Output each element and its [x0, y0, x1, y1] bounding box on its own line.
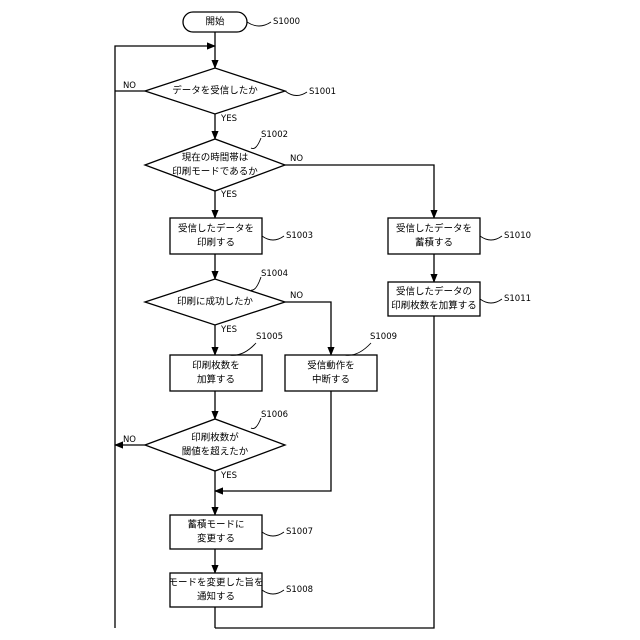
- step-leader: [480, 299, 502, 303]
- step-label-start: S1000: [273, 17, 300, 27]
- step-label-s1010: S1010: [504, 231, 531, 241]
- step-label-s1003: S1003: [286, 231, 313, 241]
- step-label-s1009: S1009: [370, 332, 397, 342]
- node-text-s1003: 印刷する: [197, 237, 235, 249]
- step-leader: [251, 418, 261, 429]
- step-label-s1004: S1004: [261, 269, 288, 279]
- node-text-s1004: 印刷に成功したか: [177, 296, 254, 308]
- step-leader: [251, 138, 261, 149]
- step-leader: [262, 590, 284, 594]
- step-leader: [247, 22, 271, 26]
- connector-line: [285, 302, 331, 355]
- branch-yes-s1006: YES: [220, 471, 237, 481]
- node-text-s1009: 受信動作を: [307, 360, 355, 372]
- branch-yes-s1001: YES: [220, 114, 237, 124]
- node-text-s1009: 中断する: [312, 374, 350, 386]
- node-text-s1002: 現在の時間帯は: [182, 152, 249, 164]
- connector-line: [285, 165, 434, 218]
- node-text-s1003: 受信したデータを: [178, 223, 254, 235]
- step-leader: [345, 343, 371, 355]
- node-text-start: 開始: [205, 16, 225, 28]
- node-text-s1002: 印刷モードであるか: [172, 166, 258, 178]
- step-label-s1001: S1001: [309, 87, 336, 97]
- step-label-s1007: S1007: [286, 527, 313, 537]
- branch-no-s1006: NO: [123, 435, 136, 445]
- decision-s1006: [145, 419, 285, 471]
- step-leader: [262, 236, 284, 240]
- branch-no-s1001: NO: [123, 81, 136, 91]
- step-leader: [251, 277, 261, 290]
- node-text-s1007: 変更する: [197, 533, 235, 545]
- step-leader: [285, 91, 307, 96]
- node-text-s1010: 蓄積する: [415, 237, 453, 249]
- branch-yes-s1002: YES: [220, 190, 237, 200]
- step-leader: [480, 236, 502, 240]
- decision-s1002: [145, 139, 285, 191]
- step-label-s1011: S1011: [504, 294, 531, 304]
- branch-yes-s1004: YES: [220, 325, 237, 335]
- branch-no-s1004: NO: [290, 291, 303, 301]
- node-text-s1011: 印刷枚数を加算する: [391, 300, 477, 312]
- step-label-s1002: S1002: [261, 130, 288, 140]
- node-text-s1008: モードを変更した旨を: [168, 577, 263, 589]
- step-label-s1006: S1006: [261, 410, 288, 420]
- step-leader: [262, 532, 284, 536]
- step-leader: [230, 343, 256, 355]
- node-text-s1005: 加算する: [197, 374, 235, 386]
- node-text-s1007: 蓄積モードに: [187, 519, 244, 531]
- node-text-s1010: 受信したデータを: [396, 223, 472, 235]
- node-text-s1006: 閾値を超えたか: [182, 446, 249, 458]
- step-label-s1005: S1005: [256, 332, 283, 342]
- node-text-s1006: 印刷枚数が: [191, 432, 239, 444]
- step-label-s1008: S1008: [286, 585, 313, 595]
- node-text-s1005: 印刷枚数を: [192, 360, 240, 372]
- node-text-s1011: 受信したデータの: [396, 286, 472, 298]
- branch-no-s1002: NO: [290, 154, 303, 164]
- node-text-s1001: データを受信したか: [172, 85, 258, 97]
- node-text-s1008: 通知する: [197, 591, 235, 603]
